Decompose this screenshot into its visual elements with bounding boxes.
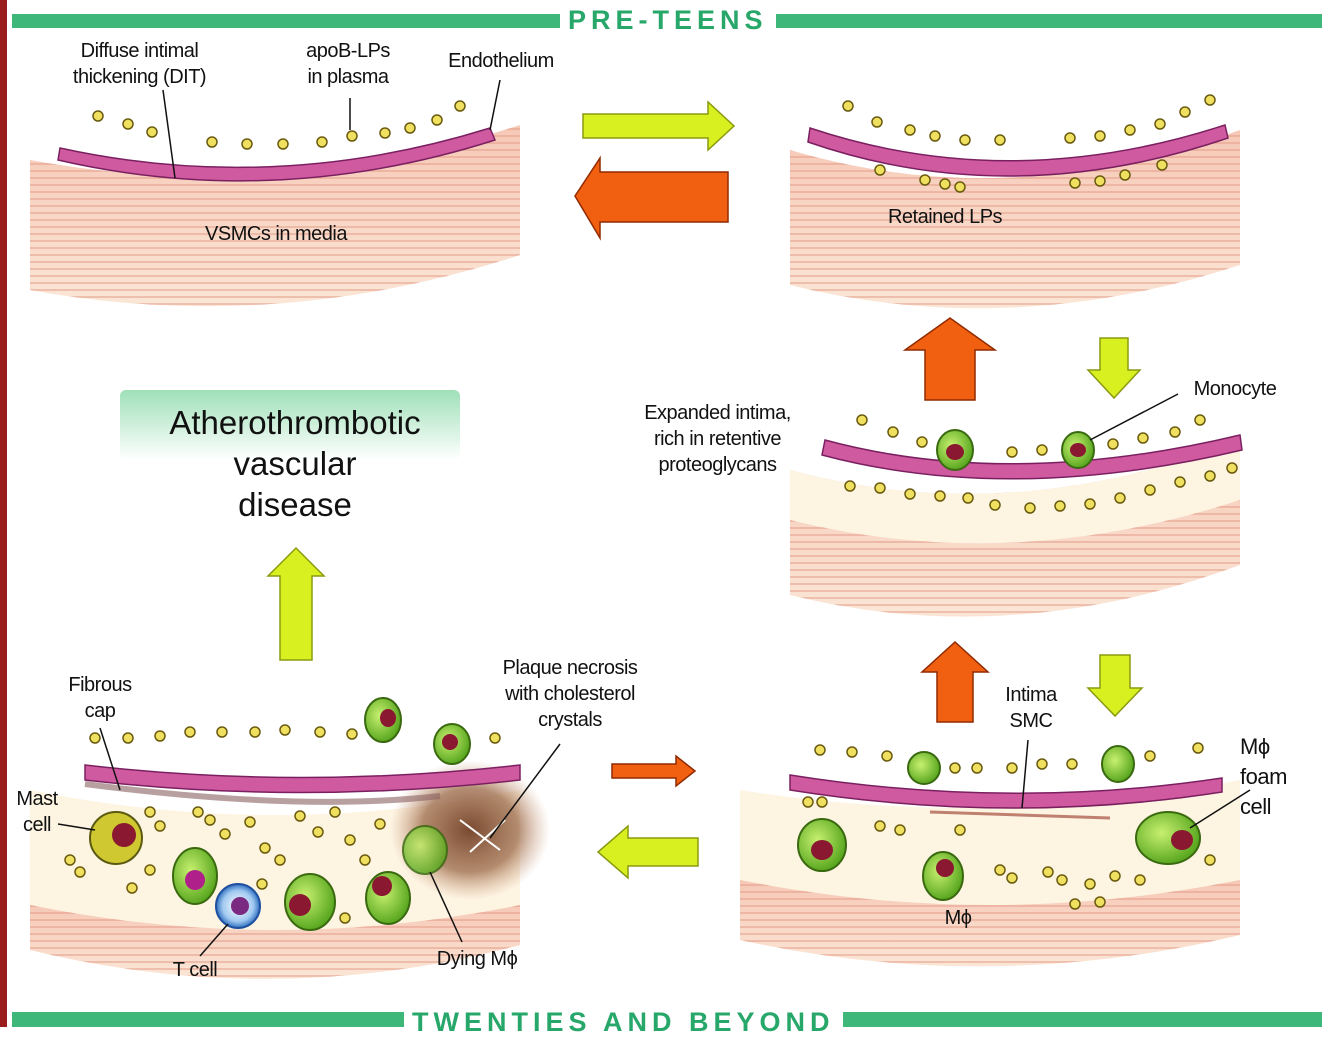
label-expanded-intima: Expanded intima, rich in retentive prote… [620, 400, 815, 478]
label-monocyte: Monocyte [1180, 376, 1290, 402]
arrow-right-bottom [612, 756, 695, 786]
disease-title: Atherothrombotic vascular disease [120, 402, 470, 525]
label-vsmc: VSMCs in media [186, 221, 366, 247]
arrow-up-lower [922, 642, 988, 722]
label-intima-smc: Intima SMC [992, 682, 1070, 734]
label-foam-cell: Mϕ foam cell [1240, 732, 1320, 822]
arrow-left-bottom [598, 826, 698, 878]
arrow-down-lower [1088, 655, 1142, 716]
arrow-up-disease [268, 548, 324, 660]
label-mast-cell: Mast cell [8, 786, 66, 838]
arrow-up-upper [905, 318, 995, 400]
panel-top-left-vessel [30, 125, 520, 306]
label-retained-lps: Retained LPs [870, 204, 1020, 230]
panel-mid-right-vessel [790, 430, 1242, 617]
label-dying-macrophage: Dying Mϕ [412, 946, 542, 972]
label-t-cell: T cell [155, 957, 235, 983]
arrow-left-top [575, 158, 728, 238]
label-apob: apoB-LPs in plasma [288, 38, 408, 90]
label-endothelium: Endothelium [436, 48, 566, 74]
panel-bottom-left-vessel [30, 698, 550, 979]
panel-bottom-right-vessel [740, 746, 1240, 966]
label-dit: Diffuse intimal thickening (DIT) [52, 38, 227, 90]
lipoproteins-top-left [93, 101, 465, 149]
label-mphi: Mϕ [928, 905, 988, 931]
label-plaque-necrosis: Plaque necrosis with cholesterol crystal… [470, 655, 670, 733]
arrow-down-upper [1088, 338, 1140, 398]
label-fibrous-cap: Fibrous cap [50, 672, 150, 724]
arrow-right-top [583, 102, 734, 150]
